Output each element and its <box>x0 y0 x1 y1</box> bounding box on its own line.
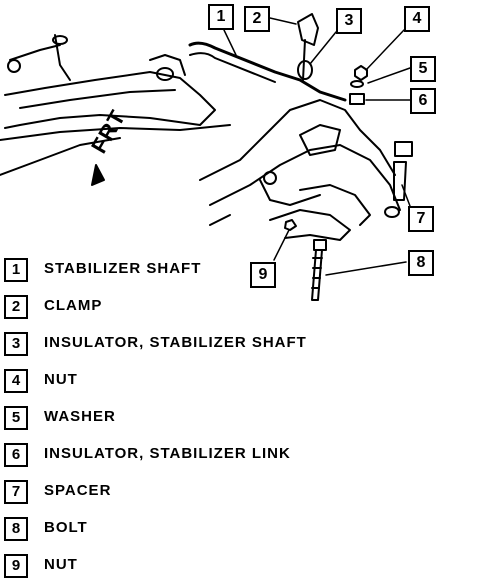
legend-label: INSULATOR, STABILIZER SHAFT <box>44 334 307 351</box>
stabilizer-shaft <box>188 41 347 102</box>
exploded-view-diagram: FRT 1 2 3 4 5 6 7 8 9 <box>0 4 436 301</box>
callout-9: 9 <box>250 262 276 288</box>
spacer <box>393 161 407 201</box>
callout-6: 6 <box>410 88 436 114</box>
legend-item: 4 NUT <box>4 369 474 397</box>
legend-number: 9 <box>4 554 28 578</box>
leader-lines <box>223 17 411 276</box>
nut-lower <box>284 219 297 231</box>
legend-number: 2 <box>4 295 28 319</box>
callout-3: 3 <box>336 8 362 34</box>
callout-4: 4 <box>404 6 430 32</box>
callout-2: 2 <box>244 6 270 32</box>
legend-item: 9 NUT <box>4 554 474 582</box>
nut-top <box>354 65 368 81</box>
legend-number: 7 <box>4 480 28 504</box>
bolt <box>311 239 327 301</box>
legend-label: STABILIZER SHAFT <box>44 260 202 277</box>
callout-8: 8 <box>408 250 434 276</box>
legend-label: NUT <box>44 556 78 573</box>
legend-item: 6 INSULATOR, STABILIZER LINK <box>4 443 474 471</box>
bushing <box>384 206 400 218</box>
legend-item: 2 CLAMP <box>4 295 474 323</box>
link-insulator-lower <box>394 141 413 157</box>
legend-number: 8 <box>4 517 28 541</box>
legend-item: 1 STABILIZER SHAFT <box>4 258 474 286</box>
legend-item: 8 BOLT <box>4 517 474 545</box>
suspension-drawing <box>0 13 413 301</box>
legend-item: 5 WASHER <box>4 406 474 434</box>
shaft-insulator <box>297 60 313 80</box>
callout-1: 1 <box>208 4 234 30</box>
legend-item: 7 SPACER <box>4 480 474 508</box>
legend-item: 3 INSULATOR, STABILIZER SHAFT <box>4 332 474 360</box>
legend-label: NUT <box>44 371 78 388</box>
legend-number: 3 <box>4 332 28 356</box>
legend-number: 1 <box>4 258 28 282</box>
legend-number: 5 <box>4 406 28 430</box>
link-insulator-upper <box>349 93 365 105</box>
callout-7: 7 <box>408 206 434 232</box>
lower-control-arm-left <box>0 34 231 176</box>
legend-number: 6 <box>4 443 28 467</box>
legend-label: WASHER <box>44 408 116 425</box>
frame-crossmember <box>199 99 401 241</box>
legend-label: INSULATOR, STABILIZER LINK <box>44 445 291 462</box>
legend-number: 4 <box>4 369 28 393</box>
clamp <box>297 13 319 81</box>
legend-label: CLAMP <box>44 297 103 314</box>
legend-label: BOLT <box>44 519 88 536</box>
front-arrow-icon <box>91 164 105 186</box>
washer <box>350 80 364 88</box>
legend-label: SPACER <box>44 482 112 499</box>
callout-5: 5 <box>410 56 436 82</box>
